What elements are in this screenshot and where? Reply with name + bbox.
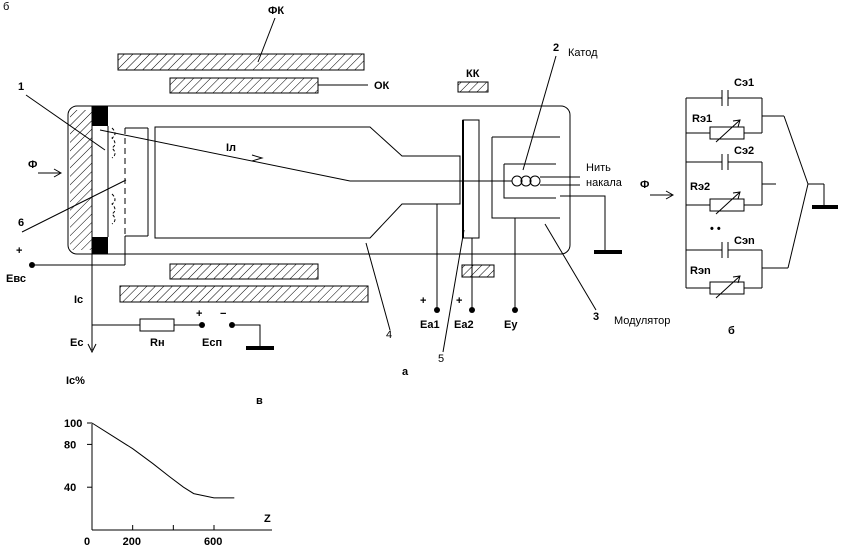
leader-5: [442, 229, 465, 353]
terminal-eu: [512, 307, 518, 313]
leader-6: [21, 179, 127, 233]
photocathode-ring-top: [92, 106, 108, 126]
leader-1: [25, 94, 106, 151]
label-esp: Eсп: [202, 337, 222, 349]
focus-coil-bottom: [119, 285, 369, 303]
label-cs2: Cэ2: [734, 145, 754, 157]
label-phi-left: Ф: [28, 159, 37, 171]
ground-lead: [560, 195, 606, 252]
leader-4: [365, 242, 391, 331]
label-fk: ФК: [268, 5, 284, 17]
tube-envelope: [67, 105, 571, 255]
label-5: 5: [438, 353, 444, 365]
ellipsis-dots: • •: [710, 223, 721, 235]
label-part-a: а: [402, 366, 409, 378]
label-rsn: Rэn: [690, 265, 711, 277]
label-il: Iл: [226, 142, 236, 154]
chart-xlabel: Z: [264, 513, 271, 525]
electron-beam: [99, 129, 351, 182]
chart-ylabel: Ic%: [66, 375, 85, 387]
fk-leader: [257, 17, 276, 63]
branch-2: [686, 154, 776, 215]
photocathode-ring-bottom: [92, 237, 108, 254]
label-ok: ОК: [374, 80, 390, 92]
label-eu: Eу: [504, 319, 518, 331]
label-evs: Eвс: [6, 273, 26, 285]
label-part-b: б: [728, 325, 735, 337]
label-nakala: накала: [586, 177, 623, 189]
deflection-coil-bottom: [169, 263, 319, 280]
branch-1: [686, 90, 784, 143]
corner-mark: б: [3, 1, 9, 13]
label-kk: КК: [466, 68, 480, 80]
label-3: 3: [593, 311, 599, 323]
label-rn: Rн: [150, 337, 165, 349]
faceplate: [70, 110, 92, 250]
beam-arrow-icon: [251, 154, 264, 162]
anode-2: [462, 119, 480, 239]
focus-coil-top: [117, 53, 365, 71]
collector-n: [787, 183, 809, 269]
plus-evs: +: [16, 245, 22, 257]
light-arrow-right-icon: [665, 190, 675, 200]
label-katod: Катод: [568, 47, 598, 59]
equivalent-circuit: Ф Cэ1 Rэ1: [640, 77, 838, 337]
anode2-coil: [461, 264, 495, 278]
terminal-ea2: [469, 307, 475, 313]
leader-2: [522, 55, 557, 171]
label-cs1: Cэ1: [734, 77, 754, 89]
label-rs1: Rэ1: [692, 113, 712, 125]
tube-diagram: КК ФК ОК: [6, 5, 670, 378]
modulator: [491, 136, 560, 219]
label-6: 6: [18, 217, 24, 229]
collector-1: [783, 115, 809, 185]
minus-esp: −: [220, 308, 226, 320]
load-resistor: [139, 318, 175, 332]
terminal-ea1: [434, 307, 440, 313]
y-tick-label: 40: [64, 482, 76, 494]
lead-esp: [232, 324, 261, 348]
series-line: [91, 422, 235, 499]
plus-ea1: +: [420, 295, 426, 307]
label-ic: Ic: [74, 294, 83, 306]
label-4: 4: [386, 329, 392, 341]
chart: Ic% Z в 100 80 40 0 200 600: [64, 375, 272, 548]
light-arrow-icon: [53, 168, 63, 178]
x-tick-label: 0: [84, 536, 90, 548]
label-2: 2: [553, 42, 559, 54]
cathode: [503, 163, 556, 199]
signal-arrow-icon: [87, 343, 97, 354]
filament-icon: [511, 175, 541, 187]
leader-3: [544, 223, 597, 311]
label-modulator: Модулятор: [614, 315, 670, 327]
anode-electrode: [154, 126, 461, 239]
label-part-v: в: [256, 395, 263, 407]
x-tick-label: 600: [204, 536, 222, 548]
deflection-coil-top: [169, 77, 319, 94]
plus-esp: +: [196, 308, 202, 320]
label-nit: Нить: [586, 162, 611, 174]
label-csn: Cэn: [734, 235, 755, 247]
terminal-esp-plus: [199, 322, 205, 328]
label-1: 1: [18, 81, 24, 93]
plus-ea2: +: [456, 295, 462, 307]
label-ea1: Eа1: [420, 319, 440, 331]
label-ea2: Eа2: [454, 319, 474, 331]
target-mosaic: [111, 127, 116, 225]
correction-coil: [457, 81, 489, 93]
y-tick-label: 80: [64, 439, 76, 451]
label-ec: Ec: [70, 337, 83, 349]
label-phi-right: Ф: [640, 179, 649, 191]
branch-n: [685, 242, 788, 299]
x-tick-label: 200: [123, 536, 141, 548]
y-tick-label: 100: [64, 418, 82, 430]
label-rs2: Rэ2: [690, 181, 710, 193]
